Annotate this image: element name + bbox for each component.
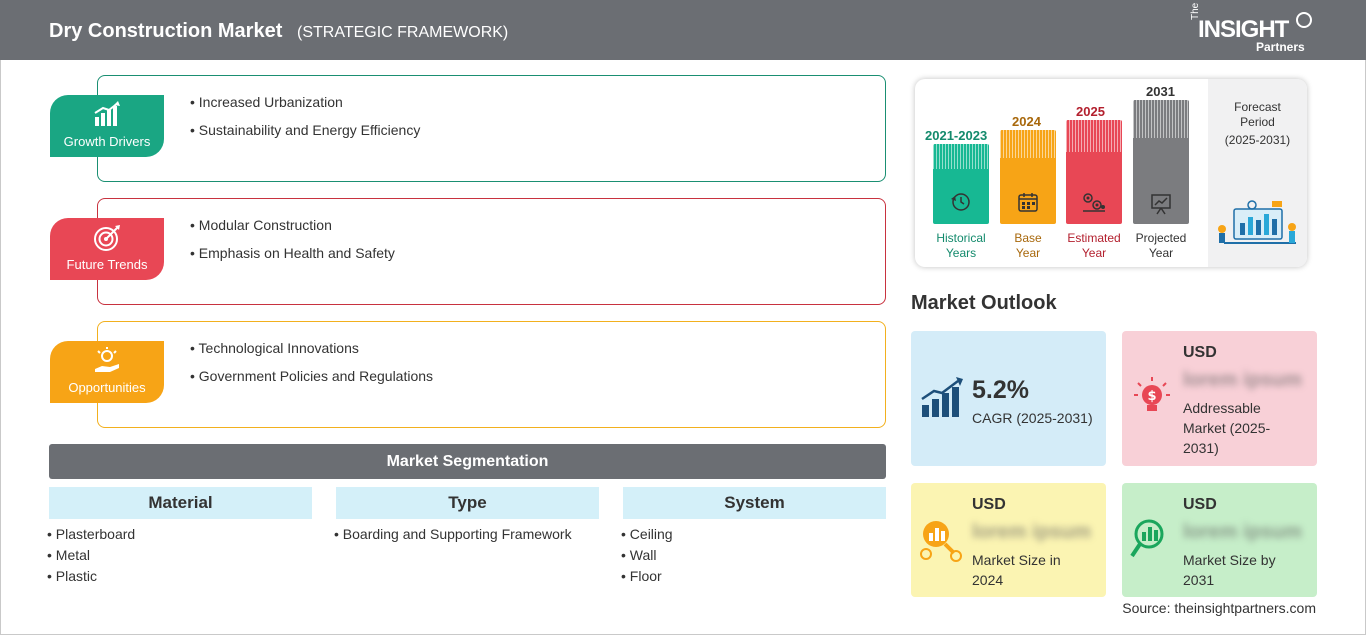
- list-item: Government Policies and Regulations: [190, 368, 433, 384]
- logo-partners-text: Partners: [1256, 40, 1305, 54]
- timeline-label-estimated: Estimated Year: [1058, 231, 1130, 261]
- segment-heading-system: System: [623, 487, 886, 519]
- list-item: Metal: [47, 547, 135, 563]
- opportunities-badge: Opportunities: [50, 341, 164, 403]
- growth-bars-icon: [94, 101, 120, 126]
- timeline-label-historical: Historical Years: [925, 231, 997, 261]
- cagr-value: 5.2%: [972, 376, 1029, 404]
- size-2024-currency: USD: [972, 496, 1006, 513]
- list-item: Plastic: [47, 568, 135, 584]
- page-title: Dry Construction Market: [49, 20, 283, 42]
- segment-list-material: Plasterboard Metal Plastic: [47, 526, 135, 589]
- list-item: Ceiling: [621, 526, 673, 542]
- timeline-card: 2021-2023 Historical Years 2024 Base Yea…: [915, 79, 1307, 267]
- list-item: Wall: [621, 547, 673, 563]
- growth-drivers-label: Growth Drivers: [63, 134, 151, 149]
- timeline-label-line: Years: [945, 246, 977, 260]
- list-item: Emphasis on Health and Safety: [190, 245, 395, 261]
- logo-ring-icon: [1296, 12, 1312, 28]
- chart-magnifier-icon: [1130, 519, 1164, 558]
- forecast-line: Period: [1240, 115, 1275, 129]
- growth-drivers-list: Increased Urbanization Sustainability an…: [190, 94, 421, 150]
- calendar-icon: [1018, 193, 1038, 212]
- opportunities-label: Opportunities: [68, 380, 146, 395]
- timeline-label-base: Base Year: [992, 231, 1064, 261]
- presentation-icon: [1151, 194, 1171, 215]
- timeline-label-line: Base: [1014, 231, 1042, 245]
- timeline-year-historical: 2021-2023: [925, 128, 988, 143]
- timeline-label-line: Year: [1148, 246, 1174, 260]
- opportunities-list: Technological Innovations Government Pol…: [190, 340, 434, 396]
- hand-bulb-icon: [95, 347, 119, 372]
- forecast-title: Forecast Period (2025-2031): [1208, 100, 1307, 148]
- growth-chart-icon: [921, 377, 963, 417]
- size-2031-currency: USD: [1183, 496, 1217, 513]
- forecast-line: Forecast: [1234, 100, 1281, 114]
- segment-list-system: Ceiling Wall Floor: [621, 526, 673, 589]
- segment-list-type: Boarding and Supporting Framework: [334, 526, 572, 547]
- svg-text:$: $: [1147, 389, 1156, 404]
- market-size-2031-tile: USD lorem ipsum Market Size by 2031: [1122, 483, 1317, 597]
- target-icon: [94, 225, 120, 251]
- addressable-value-blurred: lorem ipsum: [1183, 369, 1302, 391]
- timeline-label-line: Estimated: [1067, 231, 1121, 245]
- header-bar: Dry Construction Market (STRATEGIC FRAME…: [0, 0, 1366, 60]
- logo-insight-text: INSIGHT: [1198, 16, 1289, 43]
- analytics-illustration-icon: [1218, 200, 1296, 244]
- market-segmentation-header: Market Segmentation: [49, 444, 886, 479]
- timeline-year-base: 2024: [1012, 114, 1041, 129]
- future-trends-badge: Future Trends: [50, 218, 164, 280]
- list-item: Floor: [621, 568, 673, 584]
- segment-heading-type: Type: [336, 487, 599, 519]
- insight-partners-logo[interactable]: The INSIGHT Partners: [1188, 3, 1318, 54]
- size-2024-value-blurred: lorem ipsum: [972, 521, 1091, 543]
- timeline-year-estimated: 2025: [1076, 104, 1105, 119]
- timeline-label-line: Historical: [936, 231, 986, 245]
- timeline-label-line: Year: [1015, 246, 1041, 260]
- size-2024-label: Market Size in 2024: [972, 552, 1061, 588]
- list-item: Technological Innovations: [190, 340, 433, 356]
- addressable-label: Addressable Market (2025-2031): [1183, 400, 1271, 456]
- growth-drivers-badge: Growth Drivers: [50, 95, 164, 157]
- future-trends-list: Modular Construction Emphasis on Health …: [190, 217, 395, 273]
- size-2031-value-blurred: lorem ipsum: [1183, 521, 1302, 543]
- size-2031-label: Market Size by 2031: [1183, 552, 1276, 588]
- timeline-label-line: Projected: [1135, 231, 1187, 245]
- opportunities-card: Technological Innovations Government Pol…: [97, 321, 886, 428]
- addressable-market-tile: $ USD lorem ipsum Addressable Market (20…: [1122, 331, 1317, 466]
- list-item: Plasterboard: [47, 526, 135, 542]
- timeline-label-line: Year: [1081, 246, 1107, 260]
- timeline-bar-historical: [933, 144, 989, 224]
- market-size-2024-tile: USD lorem ipsum Market Size in 2024: [911, 483, 1106, 597]
- growth-drivers-card: Increased Urbanization Sustainability an…: [97, 75, 886, 182]
- addressable-currency: USD: [1183, 344, 1217, 361]
- timeline-year-projected: 2031: [1146, 84, 1175, 99]
- timeline-bar-estimated: [1066, 120, 1122, 224]
- bulb-dollar-icon: $: [1134, 377, 1170, 411]
- market-outlook-title: Market Outlook: [911, 292, 1057, 314]
- source-citation: Source: theinsightpartners.com: [1122, 600, 1316, 616]
- timeline-bar-projected: [1133, 100, 1189, 224]
- list-item: Modular Construction: [190, 217, 395, 233]
- history-icon: [951, 193, 970, 211]
- timeline-bar-base: [1000, 130, 1056, 224]
- segment-heading-material: Material: [49, 487, 312, 519]
- gears-icon: [1083, 193, 1105, 212]
- cagr-label: CAGR (2025-2031): [972, 410, 1093, 426]
- list-item: Boarding and Supporting Framework: [334, 526, 572, 542]
- cagr-tile: 5.2% CAGR (2025-2031): [911, 331, 1106, 466]
- future-trends-label: Future Trends: [66, 257, 148, 272]
- future-trends-card: Modular Construction Emphasis on Health …: [97, 198, 886, 305]
- list-item: Sustainability and Energy Efficiency: [190, 122, 421, 138]
- timeline-label-projected: Projected Year: [1125, 231, 1197, 261]
- forecast-line: (2025-2031): [1224, 133, 1291, 147]
- money-magnifier-icon: [920, 521, 962, 562]
- list-item: Increased Urbanization: [190, 94, 420, 110]
- page-subtitle: (STRATEGIC FRAMEWORK): [297, 24, 509, 41]
